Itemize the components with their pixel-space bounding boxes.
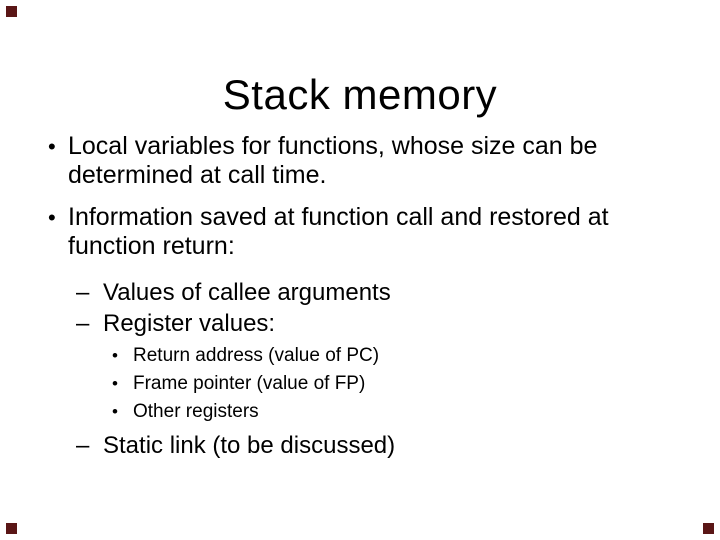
bullet-text: Values of callee arguments xyxy=(103,279,391,306)
bullet-icon: • xyxy=(112,374,118,393)
bullet-item-information-saved: • Information saved at function call and… xyxy=(0,203,648,261)
dash-icon: – xyxy=(76,432,90,459)
bullet-icon: • xyxy=(48,134,56,159)
bullet-item-return-address: • Return address (value of PC) xyxy=(0,344,715,367)
dash-icon: – xyxy=(76,310,90,337)
bullet-text: Static link (to be discussed) xyxy=(103,432,396,459)
corner-square-bottom-left xyxy=(6,523,17,534)
slide-body: • Local variables for functions, whose s… xyxy=(0,132,715,460)
bullet-icon: • xyxy=(112,346,118,365)
bullet-item-callee-arguments: – Values of callee arguments xyxy=(0,279,715,307)
bullet-text: Other registers xyxy=(133,401,259,422)
bullet-item-local-variables: • Local variables for functions, whose s… xyxy=(0,132,648,190)
bullet-item-static-link: – Static link (to be discussed) xyxy=(0,432,715,460)
bullet-item-other-registers: • Other registers xyxy=(0,400,715,423)
bullet-text: Return address (value of PC) xyxy=(133,345,380,366)
bullet-text: Register values: xyxy=(103,310,276,337)
bullet-icon: • xyxy=(48,205,56,230)
bullet-text: Frame pointer (value of FP) xyxy=(133,373,366,394)
bullet-item-register-values: – Register values: xyxy=(0,310,715,338)
corner-square-top-left xyxy=(6,6,17,17)
bullet-item-frame-pointer: • Frame pointer (value of FP) xyxy=(0,372,715,395)
bullet-icon: • xyxy=(112,402,118,421)
bullet-text: Local variables for functions, whose siz… xyxy=(68,132,598,189)
corner-square-bottom-right xyxy=(703,523,714,534)
page-title: Stack memory xyxy=(222,71,498,119)
dash-icon: – xyxy=(76,279,90,306)
bullet-text: Information saved at function call and r… xyxy=(68,203,609,260)
